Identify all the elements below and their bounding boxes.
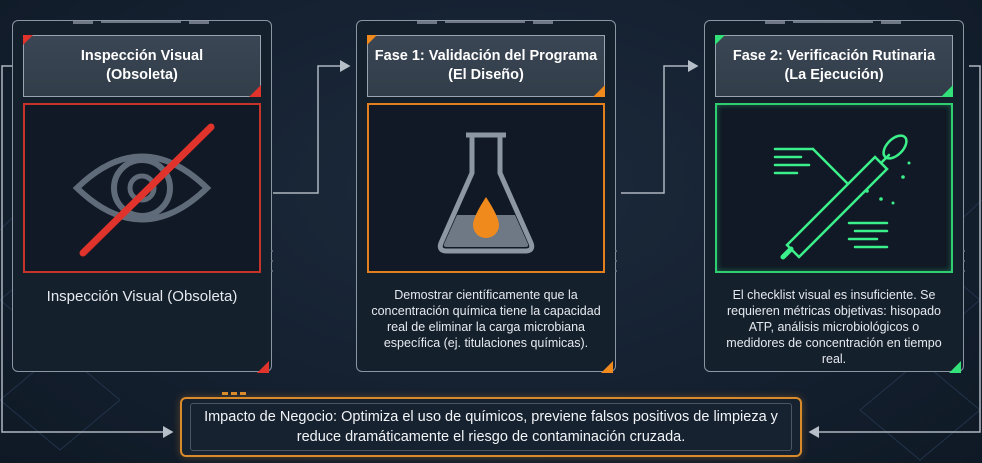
- card-side-ticks: [601, 250, 617, 373]
- card-title: Inspección Visual (Obsoleta): [23, 35, 261, 97]
- crossed-eye-icon: [72, 123, 215, 257]
- title-corner-accents: [367, 35, 605, 97]
- title-corner-accents: [715, 35, 953, 97]
- visual-panel: [367, 103, 605, 273]
- card-description: El checklist visual es insuficiente. Se …: [726, 288, 942, 366]
- card-title-line1: Fase 2: Verificación Rutinaria: [732, 48, 936, 64]
- card-routine-verification: Fase 2: Verificación Rutinaria (La Ejecu…: [704, 20, 965, 373]
- card-title-line2: (La Ejecución): [784, 67, 884, 83]
- card-title: Fase 2: Verificación Rutinaria (La Ejecu…: [715, 35, 953, 97]
- card-title-line2: (El Diseño): [448, 67, 524, 83]
- card-top-notch: [417, 21, 553, 24]
- business-impact-text: Impacto de Negocio: Optimiza el uso de q…: [204, 409, 778, 445]
- card-visual-inspection: Inspección Visual (Obsoleta) Inspección …: [12, 20, 273, 373]
- card-side-ticks: [949, 250, 965, 373]
- card-title-line1: Inspección Visual: [80, 48, 204, 64]
- card-side-ticks: [257, 250, 273, 373]
- impact-top-tabs: [222, 392, 246, 395]
- card-top-notch: [73, 21, 209, 24]
- visual-panel: [23, 103, 261, 273]
- flask-icon: [437, 132, 535, 254]
- card-program-validation: Fase 1: Validación del Programa (El Dise…: [356, 20, 617, 373]
- swab-icon: [773, 134, 911, 260]
- title-corner-accents: [23, 35, 261, 97]
- card-title-line2: (Obsoleta): [106, 67, 178, 83]
- visual-panel: [715, 103, 953, 273]
- card-title: Fase 1: Validación del Programa (El Dise…: [367, 35, 605, 97]
- business-impact-box: Impacto de Negocio: Optimiza el uso de q…: [180, 397, 802, 457]
- card-title-line1: Fase 1: Validación del Programa: [374, 48, 598, 64]
- card-description: Demostrar científicamente que la concent…: [371, 288, 601, 350]
- card-top-notch: [765, 21, 901, 24]
- card-description: Inspección Visual (Obsoleta): [46, 288, 238, 305]
